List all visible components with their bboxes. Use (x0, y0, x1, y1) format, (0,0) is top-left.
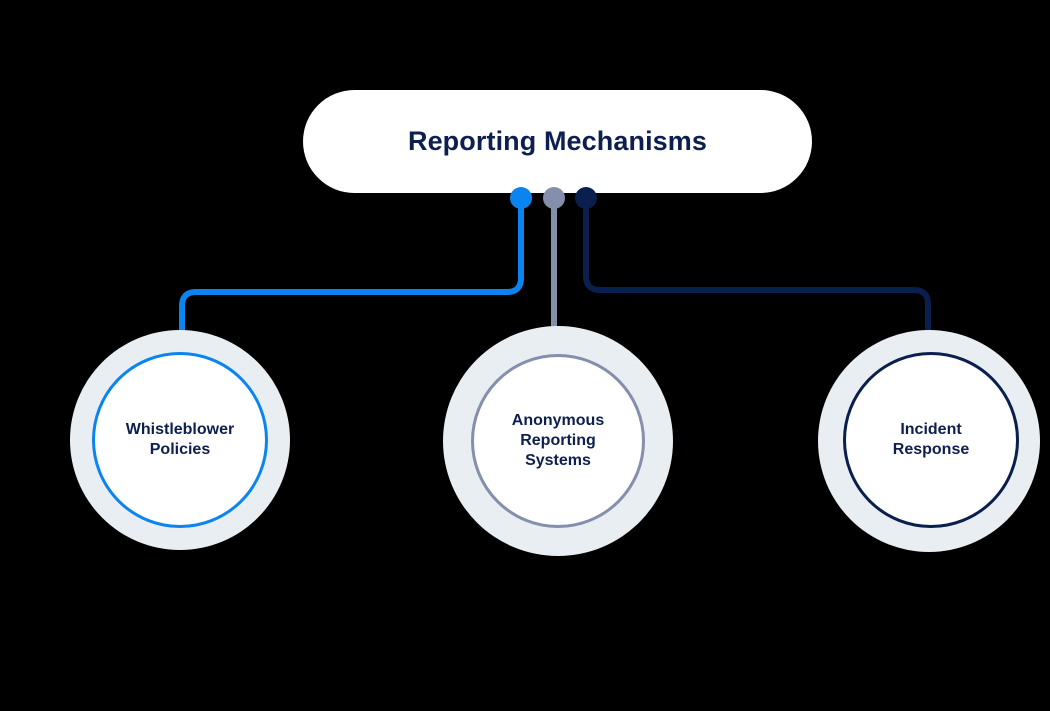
connector-path-whistleblower (179, 198, 524, 356)
node-inner-circle: Incident Response (843, 352, 1019, 528)
diagram-title-pill: Reporting Mechanisms (303, 90, 812, 193)
node-inner-circle: Whistleblower Policies (92, 352, 268, 528)
node-label: Incident Response (892, 421, 970, 458)
node-anonymous-reporting-systems[interactable]: Anonymous Reporting Systems (443, 326, 673, 556)
page-title: Reporting Mechanisms (407, 126, 708, 156)
connector-dot-whistleblower (510, 187, 532, 209)
node-incident-response[interactable]: Incident Response (818, 330, 1040, 552)
node-label: Anonymous Reporting Systems (511, 412, 605, 469)
node-label: Whistleblower Policies (125, 421, 235, 458)
node-whistleblower-policies[interactable]: Whistleblower Policies (70, 330, 290, 550)
connector-path-incident-response (583, 198, 931, 356)
node-inner-circle: Anonymous Reporting Systems (471, 354, 645, 528)
connector-dot-incident-response (575, 187, 597, 209)
connector-dot-anonymous-reporting (543, 187, 565, 209)
